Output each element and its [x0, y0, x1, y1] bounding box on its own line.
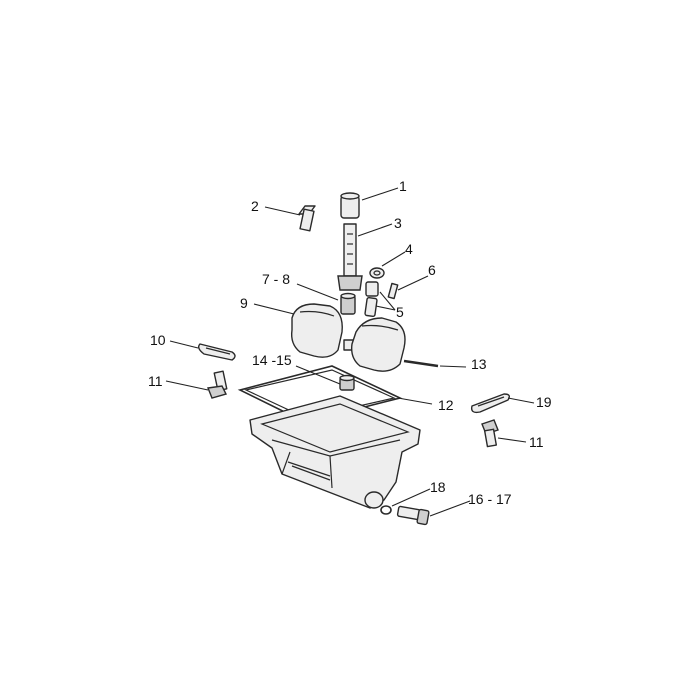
leader-1 [361, 187, 399, 201]
leader-5a [379, 291, 396, 311]
part-9-float [290, 303, 406, 372]
part-14-15-plug [339, 374, 355, 391]
callout-7-8: 7 - 8 [262, 271, 291, 287]
leader-19 [507, 397, 535, 404]
leader-3 [357, 223, 393, 237]
part-5-float-valve [364, 281, 379, 318]
part-11-screw-left [207, 370, 228, 399]
part-4-washer [369, 267, 385, 279]
leader-5b [375, 305, 396, 311]
part-1-cap [340, 192, 360, 219]
float-bowl [249, 395, 421, 509]
callout-12: 12 [438, 397, 454, 413]
part-2-jet [298, 205, 316, 232]
callout-11-right: 11 [529, 434, 544, 450]
callout-11-left: 11 [148, 373, 163, 389]
leader-lines [165, 187, 535, 517]
callout-10: 10 [150, 332, 166, 348]
part-3-emulsion-tube [337, 223, 363, 291]
leader-13 [439, 365, 467, 368]
leader-10 [169, 340, 199, 349]
leader-11-left [165, 380, 209, 391]
part-16-17-screw [396, 505, 430, 526]
part-19-clip [470, 393, 511, 414]
leader-6 [397, 275, 429, 291]
callout-6: 6 [428, 262, 436, 278]
part-10-clip [197, 343, 236, 361]
part-18-o-ring [380, 505, 392, 515]
leader-14-15 [295, 365, 341, 385]
callout-3: 3 [394, 215, 402, 231]
leader-7-8 [296, 283, 339, 301]
leader-18 [391, 488, 431, 507]
part-7-8-main-jet [340, 292, 356, 315]
leader-16-17 [429, 500, 471, 517]
leader-11-right [497, 437, 527, 443]
callout-19: 19 [536, 394, 552, 410]
part-6-clip [387, 282, 399, 300]
callout-2: 2 [251, 198, 259, 214]
callout-5: 5 [396, 304, 404, 320]
leader-4 [381, 251, 406, 267]
leader-2 [264, 206, 301, 216]
part-11-screw-right [481, 419, 499, 448]
callout-9: 9 [240, 295, 248, 311]
callout-13: 13 [471, 356, 487, 372]
callout-4: 4 [405, 241, 413, 257]
part-13-float-pin [403, 359, 439, 368]
callout-1: 1 [399, 178, 407, 194]
callout-14-15: 14 -15 [252, 352, 292, 368]
callout-18: 18 [430, 479, 446, 495]
leader-12 [397, 397, 433, 405]
leader-9 [253, 303, 295, 315]
callout-16-17: 16 - 17 [468, 491, 512, 507]
